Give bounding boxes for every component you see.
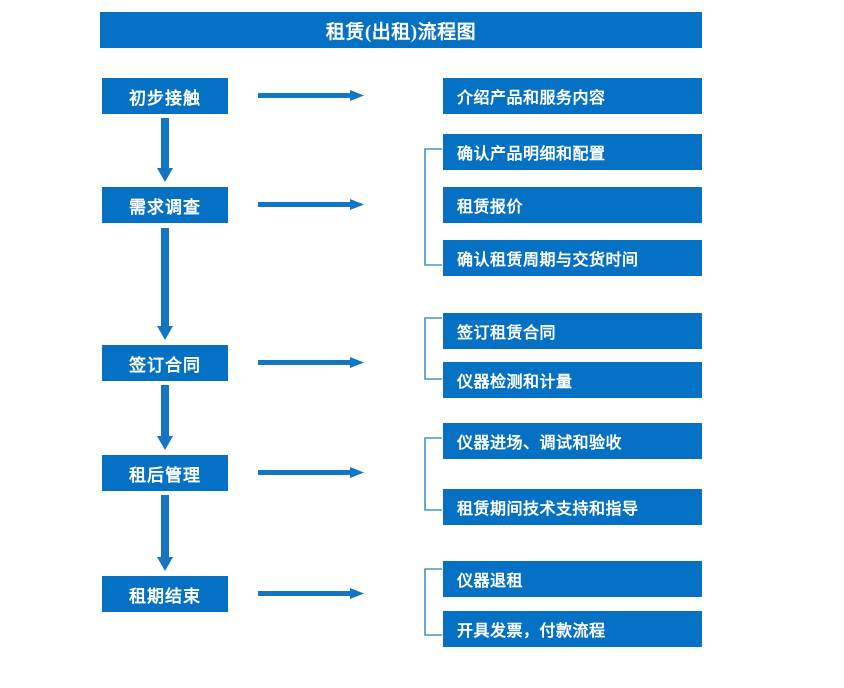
detail-box-4[interactable]: 确认租赁周期与交货时间 — [443, 240, 702, 276]
stage-box-签订合同[interactable]: 签订合同 — [102, 345, 228, 381]
stage-box-需求调查[interactable]: 需求调查 — [102, 187, 228, 223]
stage-box-租期结束[interactable]: 租期结束 — [102, 576, 228, 612]
group-bracket-租期结束 — [423, 568, 443, 636]
detail-box-10[interactable]: 开具发票，付款流程 — [443, 611, 702, 647]
group-bracket-签订合同 — [423, 317, 443, 380]
group-bracket-租后管理 — [423, 437, 443, 511]
horizontal-arrow-icon-5 — [258, 585, 364, 603]
horizontal-arrow-icon-3 — [258, 354, 364, 372]
detail-box-5[interactable]: 签订租赁合同 — [443, 313, 702, 349]
vertical-arrow-icon-2 — [154, 228, 176, 342]
detail-box-2[interactable]: 确认产品明细和配置 — [443, 134, 702, 170]
horizontal-arrow-icon-4 — [258, 464, 364, 482]
page-title: 租赁(出租)流程图 — [100, 12, 702, 48]
detail-box-1[interactable]: 介绍产品和服务内容 — [443, 78, 702, 114]
detail-box-3[interactable]: 租赁报价 — [443, 187, 702, 223]
stage-box-初步接触[interactable]: 初步接触 — [102, 78, 228, 114]
stage-box-租后管理[interactable]: 租后管理 — [102, 455, 228, 491]
vertical-arrow-icon-1 — [154, 118, 176, 184]
detail-box-6[interactable]: 仪器检测和计量 — [443, 362, 702, 398]
vertical-arrow-icon-4 — [154, 495, 176, 573]
group-bracket-需求调查 — [423, 148, 443, 266]
horizontal-arrow-icon-2 — [258, 196, 364, 214]
detail-box-7[interactable]: 仪器进场、调试和验收 — [443, 423, 702, 459]
horizontal-arrow-icon-1 — [258, 87, 364, 105]
detail-box-9[interactable]: 仪器退租 — [443, 561, 702, 597]
vertical-arrow-icon-3 — [154, 385, 176, 452]
detail-box-8[interactable]: 租赁期间技术支持和指导 — [443, 489, 702, 525]
